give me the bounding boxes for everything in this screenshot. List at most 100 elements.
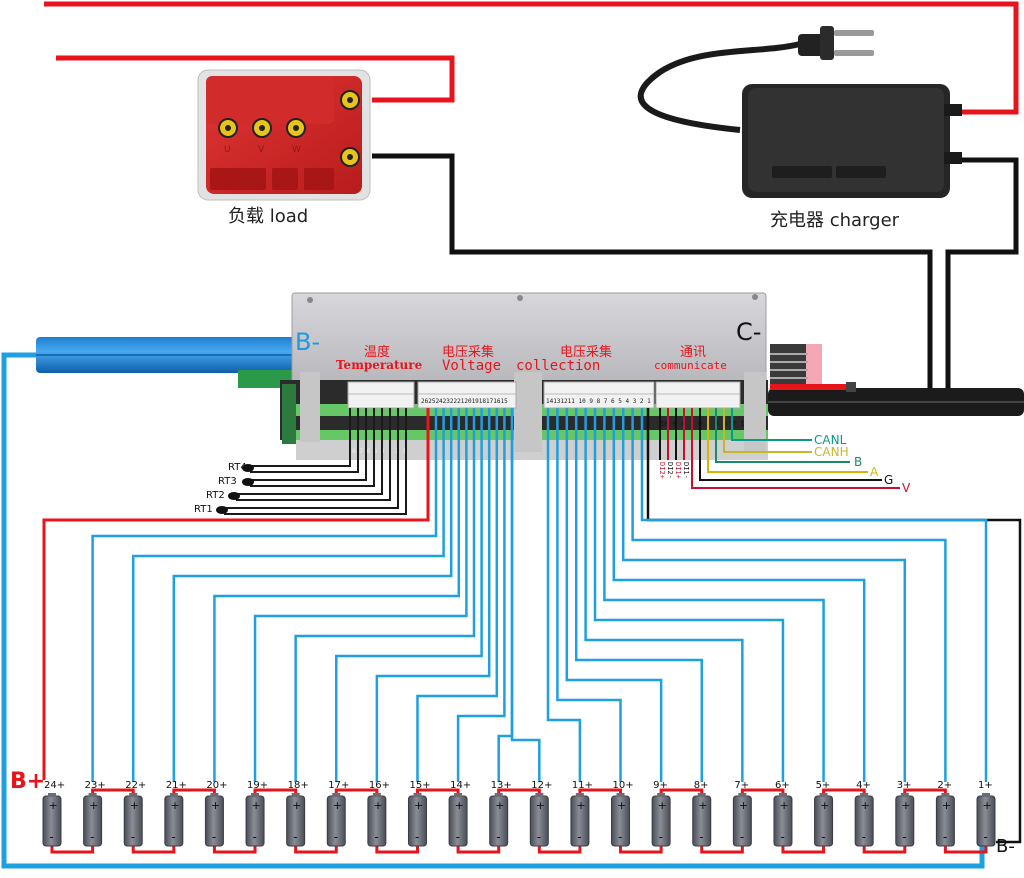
rt4-label: RT4 [228, 462, 247, 473]
series-link [700, 844, 744, 854]
battery-cell: +-20+ [204, 780, 228, 847]
battery-cell: +-5+ [814, 780, 834, 847]
cell-sense-wire [612, 408, 866, 782]
battery-cell: +-2+ [935, 780, 955, 847]
cell-plus-sign: + [170, 799, 179, 812]
cell-cap [169, 793, 178, 797]
section-voltage-en-1: Voltage [442, 358, 501, 374]
cell-label: 16+ [369, 780, 390, 791]
rt1-probe [216, 506, 228, 514]
cell-cap [616, 793, 625, 797]
cell-plus-sign: + [901, 799, 910, 812]
comm-canl-label: CANL [814, 433, 847, 447]
cell-cap [900, 793, 909, 797]
battery-cell: +-16+ [367, 780, 390, 847]
cell-minus-sign: - [293, 830, 297, 844]
cell-plus-sign: + [455, 799, 464, 812]
cell-sense-wire [253, 408, 468, 782]
cell-plus-sign: + [576, 799, 585, 812]
thermistor-wires [220, 408, 407, 515]
cell-cap [778, 793, 787, 797]
battery-cell: +-4+ [854, 780, 874, 847]
cell-sense-wire [375, 408, 491, 782]
cell-minus-sign: - [496, 830, 500, 844]
series-link [212, 844, 257, 854]
battery-cell: +-6+ [773, 780, 793, 847]
cell-plus-sign: + [414, 799, 423, 812]
comm-connector [655, 381, 741, 409]
balance-connector [770, 344, 856, 392]
cell-sense-wire [131, 408, 445, 782]
battery-b-minus-label: B- [996, 836, 1015, 857]
cell-minus-sign: - [862, 830, 866, 844]
cell-cap [210, 793, 219, 797]
cell-sense-wire [556, 408, 622, 782]
cell-cap [819, 793, 828, 797]
b-minus-cable [36, 337, 298, 373]
cell-minus-sign: - [984, 830, 988, 844]
cell-cap [48, 793, 56, 797]
section-temperature-zh: 温度 [364, 344, 390, 360]
cell-minus-sign: - [334, 830, 338, 844]
cell-cap [454, 793, 463, 797]
cell-minus-sign: - [699, 830, 703, 844]
cell-label: 8+ [694, 780, 709, 791]
pins-voltage-a: 262524232221201918171615 [421, 398, 508, 405]
battery-cell: +-18+ [286, 780, 309, 847]
cell-cap [697, 793, 706, 797]
cell-sense-wire [546, 408, 582, 782]
cell-plus-sign: + [942, 799, 951, 812]
bms-c-minus-label: C- [736, 318, 761, 346]
cell-label: 5+ [816, 780, 831, 791]
cell-label: 2+ [937, 780, 952, 791]
cell-label: 13+ [491, 780, 512, 791]
charger-module: 充电器 charger [637, 26, 962, 231]
rt3-probe [242, 478, 254, 486]
cell-sense-wire [603, 408, 825, 782]
rt4-probe [242, 464, 254, 472]
battery-cell: +-11+ [570, 780, 593, 847]
cell-sense-wire [172, 408, 453, 782]
cell-plus-sign: + [49, 799, 58, 812]
load-black-wire [372, 153, 933, 392]
voltage-connector-b [543, 381, 655, 409]
b-minus-main-wire [1, 352, 985, 869]
cell-sense-wire [91, 408, 438, 782]
cell-label: 20+ [206, 780, 227, 791]
cell-label: 15+ [409, 780, 430, 791]
cell-label: 24+ [44, 780, 65, 791]
cell-minus-sign: - [253, 830, 257, 844]
pins-comm: 10 9 8 7 6 5 4 3 2 1 [660, 420, 744, 428]
cell-minus-sign: - [90, 830, 94, 844]
cell-minus-sign: - [171, 830, 175, 844]
di-labels: DI2+ DI2- DI1+ DI1- [658, 462, 690, 479]
temperature-connector [347, 381, 415, 409]
series-links [50, 788, 988, 854]
cell-label: 21+ [166, 780, 187, 791]
series-link [619, 844, 663, 854]
battery-cell: +-10+ [611, 780, 634, 847]
cell-sense-wire [456, 408, 506, 782]
cell-cap [129, 793, 138, 797]
section-voltage-zh-2: 电压采集 [560, 344, 612, 360]
bms-b-minus-label: B- [295, 328, 320, 356]
cell-plus-sign: + [333, 799, 342, 812]
cell-label: 11+ [572, 780, 593, 791]
cell-plus-sign: + [861, 799, 870, 812]
cell-sense-wire [335, 408, 483, 782]
load-red-wire [56, 55, 455, 103]
charger-black-wire [945, 157, 1019, 392]
cell-cap [657, 793, 666, 797]
cell-minus-sign: - [537, 830, 541, 844]
cell-cap [88, 793, 97, 797]
load-terminal-u-label: U [224, 145, 231, 155]
battery-cell: + - 21+ [164, 780, 187, 847]
battery-cell: +-19+ [245, 780, 268, 847]
cell-cap [413, 793, 422, 797]
cell-label: 17+ [328, 780, 349, 791]
section-comm-en: communicate [654, 359, 727, 372]
battery-cell: +-7+ [732, 780, 752, 847]
thermistor-probes [216, 464, 254, 514]
cell-label: 1+ [978, 780, 993, 791]
cell-cap [941, 793, 950, 797]
